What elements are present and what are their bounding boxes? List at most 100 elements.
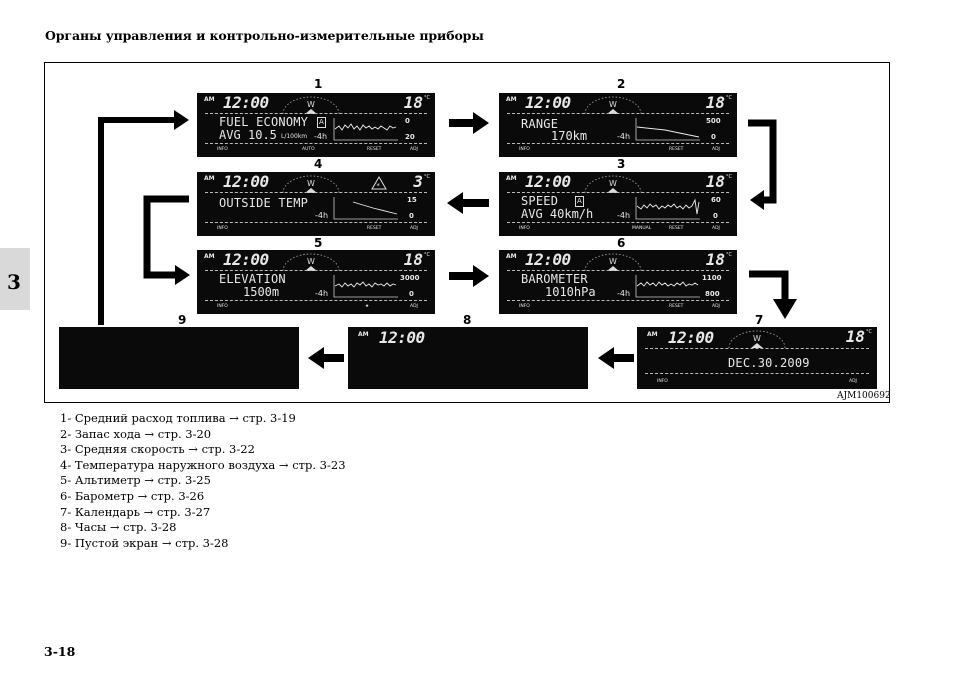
reset-label: RESET (669, 304, 684, 309)
temperature-unit: °C (424, 95, 430, 101)
graph-top-value: 60 (711, 196, 721, 204)
star-label: ★ (365, 304, 370, 309)
history-label: -4h (314, 132, 328, 141)
page-header-title: Органы управления и контрольно-измерител… (45, 28, 484, 43)
am-label: AM (506, 96, 517, 103)
history-label: -4h (617, 289, 631, 298)
temperature-value: 3 (413, 172, 423, 191)
button-labels: INFO ADJ (657, 378, 869, 386)
chapter-number: 3 (7, 270, 21, 294)
temperature-value: 18 (705, 172, 725, 191)
button-labels: INFO ★ ADJ (217, 303, 427, 311)
graph-bottom-value: 0 (409, 290, 414, 298)
arrow-6-to-7 (749, 270, 797, 319)
svg-text:W: W (307, 257, 315, 266)
graph-top-value: 3000 (400, 274, 420, 282)
calendar-date: DEC.30.2009 (728, 356, 810, 370)
divider (645, 348, 869, 349)
svg-text:W: W (753, 334, 761, 343)
auto-a-icon: A (317, 117, 326, 128)
compass-icon: W (728, 330, 786, 349)
avg-speed: AVG 40km/h (521, 207, 594, 221)
legend-item-5: 5- Альтиметр → стр. 3-25 (60, 473, 211, 488)
line-outside-temp: OUTSIDE TEMP (219, 196, 309, 210)
am-label: AM (506, 175, 517, 182)
reset-label: RESET (669, 147, 684, 152)
barometer-graph (635, 275, 700, 298)
fuel-graph (333, 118, 398, 141)
display-outside-temp: AM 12:00 W * 3 °C OUTSIDE TEMP -4h 15 0 … (197, 172, 435, 236)
arrow-5-to-6 (449, 265, 489, 287)
panel-number-3: 3 (617, 157, 626, 171)
legend-item-9: 9- Пустой экран → стр. 3-28 (60, 535, 229, 550)
am-label: AM (647, 331, 658, 338)
line-range: RANGE (521, 117, 559, 131)
graph-bottom-value: 800 (705, 290, 720, 298)
auto-label: AUTO (302, 147, 315, 152)
legend-item-4: 4- Температура наружного воздуха → стр. … (60, 457, 346, 472)
reset-label: RESET (367, 226, 382, 231)
divider (507, 222, 729, 223)
button-labels: INFO MANUAL RESET ADJ (519, 225, 729, 233)
temperature-value: 18 (403, 250, 423, 269)
adj-label: ADJ (410, 226, 418, 231)
divider (205, 222, 427, 223)
arrow-1-to-2 (449, 112, 489, 134)
legend-item-6: 6- Барометр → стр. 3-26 (60, 488, 205, 503)
divider (507, 300, 729, 301)
line-speed: SPEED (521, 194, 559, 208)
history-label: -4h (315, 211, 329, 220)
display-elevation: AM 12:00 W 18 °C ELEVATION 1500m -4h 300… (197, 250, 435, 314)
elevation-graph (333, 275, 398, 298)
divider (507, 192, 729, 193)
legend-item-1: 1- Средний расход топлива → стр. 3-19 (60, 411, 296, 425)
am-label: AM (358, 331, 369, 338)
temperature-unit: °C (424, 252, 430, 258)
divider (507, 113, 729, 114)
compass-icon: W (584, 175, 642, 194)
graph-top-value: 1100 (702, 274, 722, 282)
reset-label: RESET (367, 147, 382, 152)
temperature-unit: °C (424, 174, 430, 180)
clock-time: 12:00 (379, 328, 425, 347)
graph-bottom-value: 0 (711, 133, 716, 141)
range-graph (635, 118, 700, 141)
divider (507, 143, 729, 144)
adj-label: ADJ (712, 226, 720, 231)
info-label: INFO (519, 147, 530, 152)
arrow-7-to-8 (598, 347, 634, 369)
button-labels: INFO RESET ADJ (217, 225, 427, 233)
temp-graph (333, 197, 398, 220)
arrow-2-to-3 (748, 119, 777, 210)
range-value: 170km (551, 129, 588, 143)
figure-frame (44, 62, 890, 403)
clock-time: 12:00 (525, 93, 571, 112)
display-range: AM 12:00 W 18 °C RANGE 170km -4h 500 0 I… (499, 93, 737, 157)
adj-label: ADJ (410, 147, 418, 152)
panel-number-9: 9 (178, 313, 187, 327)
compass-icon: W (282, 253, 340, 272)
elevation-value: 1500m (243, 285, 280, 299)
ice-warning-icon: * (371, 176, 387, 190)
temperature-unit: °C (726, 95, 732, 101)
divider (205, 300, 427, 301)
divider (645, 373, 869, 374)
temperature-value: 18 (705, 250, 725, 269)
panel-number-7: 7 (755, 313, 764, 327)
button-labels: INFO RESET ADJ (519, 146, 729, 154)
legend-item-7: 7- Календарь → стр. 3-27 (60, 504, 211, 519)
page-number: 3-18 (44, 644, 76, 659)
graph-top-value: 0 (405, 117, 410, 125)
info-label: INFO (657, 379, 668, 384)
compass-icon: W (584, 96, 642, 115)
display-speed: AM 12:00 W 18 °C SPEED A AVG 40km/h -4h … (499, 172, 737, 236)
legend-item-3: 3- Средняя скорость → стр. 3-22 (60, 442, 255, 457)
button-labels: INFO RESET ADJ (519, 303, 729, 311)
graph-bottom-value: 20 (405, 133, 415, 141)
svg-text:W: W (609, 179, 617, 188)
panel-number-8: 8 (463, 313, 472, 327)
compass-icon: W (282, 96, 340, 115)
avg-unit: L/100km (281, 133, 308, 140)
temperature-unit: °C (866, 329, 872, 335)
svg-text:W: W (307, 100, 315, 109)
